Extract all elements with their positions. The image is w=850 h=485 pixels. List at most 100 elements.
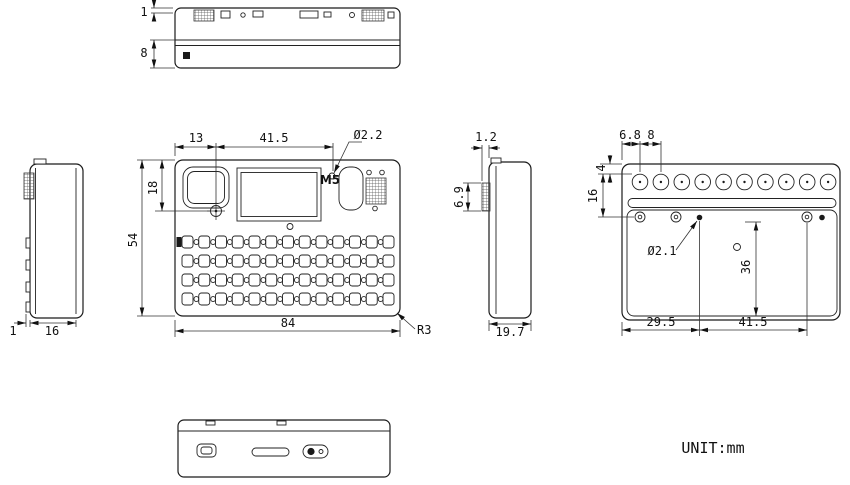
side-tab bbox=[25, 301, 31, 313]
rear-outline bbox=[621, 163, 841, 321]
front-pin-hole bbox=[366, 169, 372, 176]
dim-side-depth: 16 bbox=[45, 324, 59, 338]
front-view: M5 bbox=[174, 159, 401, 317]
top-usb-connector-icon bbox=[193, 9, 215, 22]
side-tab bbox=[25, 259, 31, 271]
rear-long-slot bbox=[627, 198, 837, 208]
rear-hole-center bbox=[659, 180, 663, 184]
dim-leader bbox=[396, 312, 416, 330]
grid-hole bbox=[282, 273, 294, 287]
bottom-edge-tick bbox=[276, 420, 287, 426]
dim-right-depth: 19.7 bbox=[496, 325, 525, 339]
front-rounded-slot bbox=[338, 166, 364, 211]
grid-hole bbox=[298, 273, 311, 287]
grid-hole bbox=[365, 292, 378, 306]
rear-screw bbox=[634, 211, 646, 223]
grid-hole bbox=[198, 235, 211, 249]
grid-hole bbox=[198, 273, 211, 287]
rear-pin-hole bbox=[819, 214, 825, 221]
rear-screw bbox=[801, 211, 813, 223]
grid-hole bbox=[231, 254, 244, 268]
dim-rear-edge-to-hole: 6.8 bbox=[619, 128, 641, 142]
m5-logo: M5 bbox=[320, 173, 340, 187]
grid-hole bbox=[298, 254, 311, 268]
rear-hole-center bbox=[806, 180, 809, 184]
grid-hole bbox=[248, 292, 261, 306]
bottom-small-hole bbox=[318, 449, 324, 454]
right-side-outline bbox=[488, 161, 532, 319]
dim-rear-row-offset: 16 bbox=[586, 189, 600, 203]
dim-rear-right-span: 41.5 bbox=[739, 315, 768, 329]
front-hole-grid bbox=[181, 235, 395, 306]
grid-hole bbox=[181, 254, 194, 268]
grid-hole bbox=[315, 235, 328, 249]
grid-hole bbox=[265, 254, 278, 268]
grid-hole bbox=[298, 235, 311, 249]
speaker-button-outer bbox=[182, 166, 230, 209]
front-small-hole bbox=[328, 172, 336, 180]
side-tab bbox=[25, 237, 31, 249]
grid-hole bbox=[382, 292, 395, 306]
rear-hole bbox=[694, 173, 711, 191]
rear-view-dims: 6.8 8 4 16 Ø2.1 36 29.5 41.5 bbox=[586, 128, 808, 336]
front-connector-grid-icon bbox=[365, 177, 387, 205]
grid-hole bbox=[332, 235, 345, 249]
rear-lower-panel bbox=[626, 209, 838, 317]
top-slot-detail bbox=[299, 10, 319, 19]
bottom-button-outer bbox=[196, 443, 217, 458]
dim-top-height: 8 bbox=[140, 46, 147, 60]
grid-hole bbox=[332, 254, 345, 268]
grid-hole bbox=[181, 273, 194, 287]
bottom-view bbox=[177, 419, 391, 478]
dim-leader bbox=[675, 220, 698, 251]
grid-hole bbox=[231, 273, 244, 287]
grid-hole bbox=[248, 254, 261, 268]
top-view-outline bbox=[174, 7, 401, 69]
right-side-dims: 1.2 6.9 19.7 bbox=[452, 130, 532, 339]
grid-hole bbox=[181, 235, 194, 249]
bottom-dot bbox=[307, 447, 315, 456]
rear-hole bbox=[631, 173, 649, 191]
top-grove-connector-icon bbox=[361, 9, 385, 22]
rear-hole-center bbox=[743, 180, 746, 184]
grid-hole bbox=[198, 292, 211, 306]
grid-hole bbox=[382, 254, 395, 268]
side-connector-icon bbox=[23, 172, 35, 200]
grid-hole bbox=[215, 292, 227, 306]
dim-rear-panel-height: 36 bbox=[739, 260, 753, 274]
dim-front-corner-radius: R3 bbox=[417, 323, 431, 337]
rear-screw-center bbox=[804, 214, 810, 220]
top-small-detail bbox=[323, 11, 332, 18]
grid-hole bbox=[315, 292, 328, 306]
grid-hole bbox=[265, 273, 278, 287]
dim-leader bbox=[333, 141, 362, 174]
rear-hole bbox=[819, 173, 837, 191]
grid-hole bbox=[382, 235, 395, 249]
grid-hole bbox=[265, 235, 278, 249]
grid-hole bbox=[181, 292, 194, 306]
grid-hole bbox=[231, 292, 244, 306]
dim-ext-lines bbox=[151, 7, 173, 14]
top-button-b bbox=[252, 10, 264, 18]
dim-front-screw-span: 41.5 bbox=[260, 131, 289, 145]
rear-hole-center bbox=[785, 180, 788, 184]
rear-hole-center bbox=[722, 180, 725, 184]
usb-port-icon bbox=[481, 182, 491, 212]
bottom-outline bbox=[177, 419, 391, 478]
grid-hole bbox=[332, 273, 345, 287]
rear-screw-center bbox=[637, 214, 643, 220]
grid-hole bbox=[365, 235, 378, 249]
top-view-dims: 1 8 bbox=[140, 0, 175, 69]
grid-hole bbox=[248, 273, 261, 287]
front-dark-tab bbox=[176, 237, 182, 247]
rear-small-hole bbox=[733, 243, 741, 251]
grid-hole bbox=[282, 254, 294, 268]
dim-rear-left-span: 29.5 bbox=[647, 315, 676, 329]
rear-hole-center bbox=[764, 180, 767, 184]
dim-front-top-to-screw: 18 bbox=[146, 181, 160, 195]
bottom-card-slot bbox=[251, 447, 290, 457]
grid-hole bbox=[365, 254, 378, 268]
rear-hole-center bbox=[638, 180, 642, 184]
